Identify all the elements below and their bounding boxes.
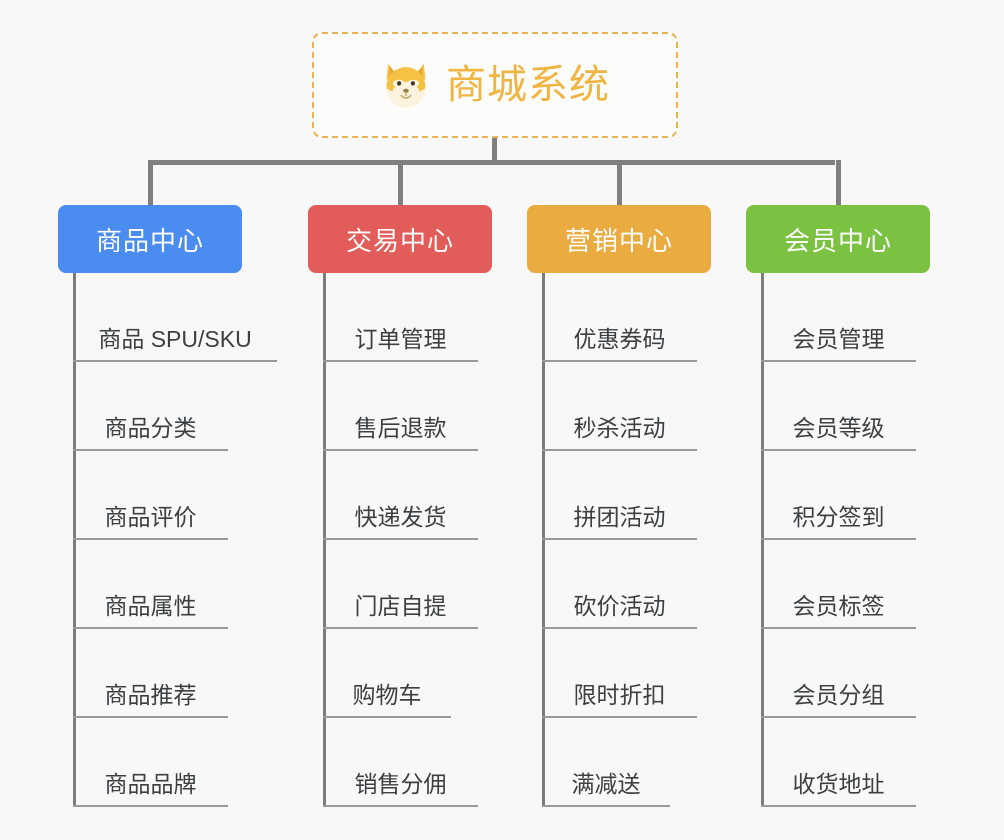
root-title: 商城系统 <box>446 63 610 107</box>
leaf-item[interactable]: 砍价活动 <box>542 540 697 629</box>
leaf-item-label: 商品属性 <box>104 593 197 620</box>
leaf-item[interactable]: 限时折扣 <box>542 629 697 718</box>
connector-drop-trade-center <box>398 160 403 207</box>
category-label: 营销中心 <box>564 225 673 256</box>
connector-horizontal-bus <box>148 160 835 165</box>
leaf-item-label: 售后退款 <box>354 415 447 442</box>
leaf-item-label: 秒杀活动 <box>573 415 666 442</box>
leaf-item-label: 积分签到 <box>792 504 885 531</box>
leaf-item[interactable]: 售后退款 <box>323 362 478 451</box>
leaf-item-label: 满减送 <box>571 771 641 798</box>
leaf-item[interactable]: 优惠券码 <box>542 273 697 362</box>
connector-drop-member-center <box>836 160 841 207</box>
connector-drop-marketing-center <box>617 160 622 207</box>
leaf-item-label: 商品分类 <box>104 415 197 442</box>
leaf-item-label: 收货地址 <box>792 771 885 798</box>
leaf-column-member-center: 会员管理会员等级积分签到会员标签会员分组收货地址 <box>761 273 1004 807</box>
leaf-item-label: 购物车 <box>352 682 422 709</box>
leaf-item[interactable]: 会员分组 <box>761 629 916 718</box>
leaf-item[interactable]: 会员等级 <box>761 362 916 451</box>
leaf-column-marketing-center: 优惠券码秒杀活动拼团活动砍价活动限时折扣满减送 <box>542 273 802 807</box>
category-label: 会员中心 <box>783 225 892 256</box>
leaf-item-label: 门店自提 <box>354 593 447 620</box>
category-box-member-center[interactable]: 会员中心 <box>746 205 930 273</box>
category-box-trade-center[interactable]: 交易中心 <box>308 205 492 273</box>
leaf-item[interactable]: 商品推荐 <box>73 629 228 718</box>
leaf-item[interactable]: 商品评价 <box>73 451 228 540</box>
leaf-item[interactable]: 销售分佣 <box>323 718 478 807</box>
leaf-column-trade-center: 订单管理售后退款快递发货门店自提购物车销售分佣 <box>323 273 583 807</box>
category-label: 交易中心 <box>345 225 454 256</box>
leaf-item-label: 商品推荐 <box>104 682 197 709</box>
leaf-item[interactable]: 会员管理 <box>761 273 916 362</box>
leaf-item[interactable]: 门店自提 <box>323 540 478 629</box>
leaf-item-label: 会员标签 <box>792 593 885 620</box>
leaf-item-label: 会员管理 <box>792 326 885 353</box>
leaf-item-label: 会员分组 <box>792 682 885 709</box>
leaf-item[interactable]: 商品品牌 <box>73 718 228 807</box>
leaf-item[interactable]: 商品属性 <box>73 540 228 629</box>
category-box-marketing-center[interactable]: 营销中心 <box>527 205 711 273</box>
leaf-item[interactable]: 满减送 <box>542 718 670 807</box>
leaf-item-label: 订单管理 <box>354 326 447 353</box>
leaf-item[interactable]: 商品分类 <box>73 362 228 451</box>
connector-drop-product-center <box>148 160 153 207</box>
leaf-item[interactable]: 订单管理 <box>323 273 478 362</box>
leaf-item-label: 商品 SPU/SKU <box>98 326 252 353</box>
category-label: 商品中心 <box>95 225 204 256</box>
category-box-product-center[interactable]: 商品中心 <box>58 205 242 273</box>
leaf-item[interactable]: 收货地址 <box>761 718 916 807</box>
leaf-item[interactable]: 拼团活动 <box>542 451 697 540</box>
leaf-item-label: 砍价活动 <box>573 593 666 620</box>
leaf-item[interactable]: 商品 SPU/SKU <box>73 273 277 362</box>
leaf-item-label: 拼团活动 <box>573 504 666 531</box>
root-node[interactable]: 商城系统 <box>312 32 678 138</box>
leaf-item-label: 快递发货 <box>354 504 447 531</box>
leaf-item[interactable]: 会员标签 <box>761 540 916 629</box>
leaf-item[interactable]: 秒杀活动 <box>542 362 697 451</box>
leaf-item-label: 优惠券码 <box>573 326 666 353</box>
leaf-item[interactable]: 快递发货 <box>323 451 478 540</box>
leaf-item-label: 商品评价 <box>104 504 197 531</box>
leaf-item-label: 商品品牌 <box>104 771 197 798</box>
leaf-item-label: 会员等级 <box>792 415 885 442</box>
leaf-item[interactable]: 积分签到 <box>761 451 916 540</box>
leaf-column-product-center: 商品 SPU/SKU 商品分类商品评价商品属性商品推荐商品品牌 <box>73 273 333 807</box>
leaf-item-label: 销售分佣 <box>354 771 447 798</box>
connector-root-vertical <box>492 138 497 164</box>
leaf-item-label: 限时折扣 <box>573 682 666 709</box>
shiba-dog-face-icon <box>380 59 432 111</box>
leaf-item[interactable]: 购物车 <box>323 629 451 718</box>
